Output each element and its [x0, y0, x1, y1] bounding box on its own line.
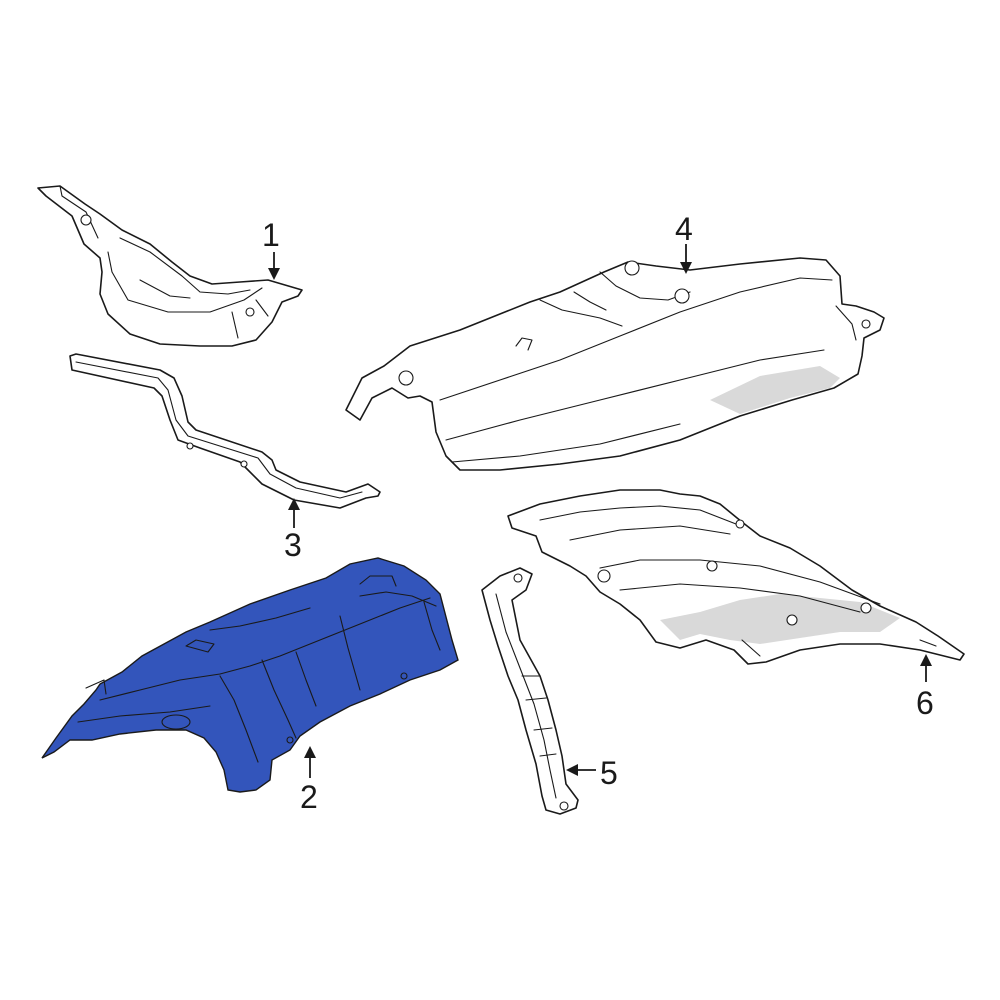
callout-6: 6	[916, 654, 934, 721]
callout-4: 4	[675, 211, 693, 274]
part-5-strut[interactable]	[481, 567, 579, 815]
part-3-bracket[interactable]	[69, 353, 381, 509]
part-6-shield[interactable]	[507, 489, 965, 665]
callout-2-label: 2	[300, 779, 318, 815]
callout-3-label: 3	[284, 527, 302, 563]
callout-5: 5	[566, 755, 618, 791]
callout-6-label: 6	[916, 685, 934, 721]
part-4-shield[interactable]	[345, 257, 885, 471]
callout-2: 2	[300, 746, 318, 815]
part-2-body	[41, 557, 459, 793]
callout-1: 1	[262, 217, 280, 280]
part-1-shield[interactable]	[37, 185, 303, 347]
callout-4-label: 4	[675, 211, 693, 247]
callout-1-label: 1	[262, 217, 280, 253]
callout-3: 3	[284, 498, 302, 563]
part-2-shield-highlighted[interactable]	[41, 557, 459, 793]
callout-5-label: 5	[600, 755, 618, 791]
